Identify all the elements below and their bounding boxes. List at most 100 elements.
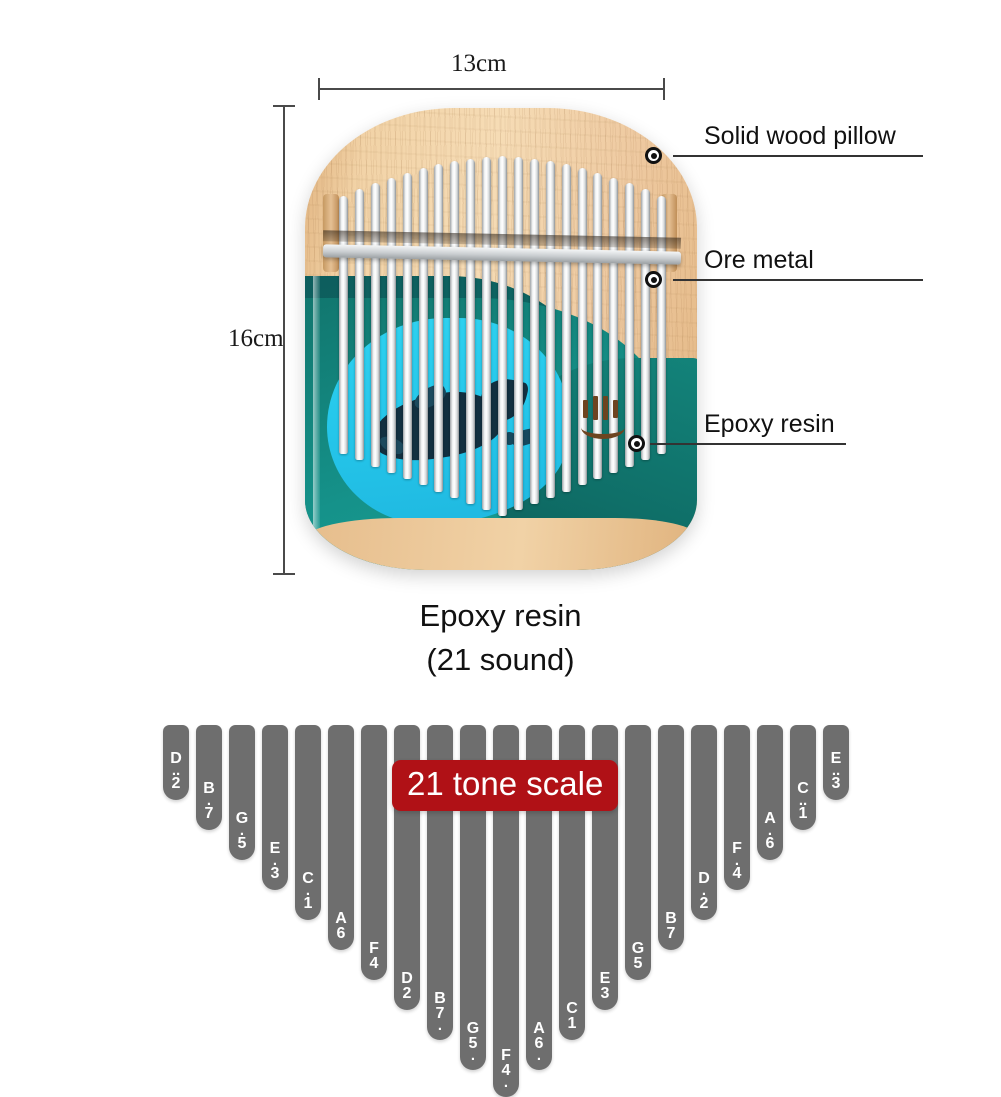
- kalimba-tine: [625, 183, 635, 467]
- tone-key-note: A: [533, 1020, 545, 1037]
- kalimba-tine: [434, 164, 444, 492]
- tone-key-note: B: [434, 990, 446, 1007]
- kalimba-tine: [577, 168, 587, 486]
- tone-key-note: A: [335, 910, 347, 927]
- tone-scale-key[interactable]: B.7: [196, 725, 222, 830]
- tone-scale-key[interactable]: F.4: [724, 725, 750, 890]
- tone-scale-key-label: C.1: [295, 871, 321, 912]
- kalimba-tine: [402, 172, 412, 480]
- tone-scale-key-label: E.3: [262, 840, 288, 882]
- tone-scale-key[interactable]: E.3: [262, 725, 288, 890]
- tone-key-number: 7: [204, 805, 214, 822]
- tone-key-octave-dot: .: [305, 882, 311, 899]
- tone-key-number: 6: [534, 1035, 544, 1052]
- kalimba-tine: [657, 196, 666, 454]
- kalimba-tine: [593, 172, 603, 480]
- width-dimension-line: [318, 88, 665, 90]
- tone-scale-key-label: D.2: [691, 870, 717, 912]
- tone-key-note: G: [235, 810, 249, 827]
- product-caption: Epoxy resin (21 sound): [0, 594, 1001, 682]
- kalimba-wood-body: [305, 108, 697, 570]
- kalimba-tines: [305, 108, 697, 570]
- tone-key-octave-dot: .: [503, 1074, 509, 1091]
- callout-dot-icon-3: [628, 435, 645, 452]
- tone-key-number: 5: [468, 1035, 478, 1052]
- tone-key-octave-dot: .: [239, 822, 245, 839]
- tone-scale-key[interactable]: C.1: [295, 725, 321, 920]
- tone-scale-key[interactable]: A.6: [757, 725, 783, 860]
- tone-scale-key[interactable]: D.2: [691, 725, 717, 920]
- tone-key-number: 4: [732, 865, 742, 882]
- tone-scale-key[interactable]: D..2: [163, 725, 189, 800]
- kalimba-tine: [561, 164, 571, 492]
- tone-key-note: G: [631, 940, 645, 957]
- tone-scale-key[interactable]: G.5: [229, 725, 255, 860]
- width-dimension-cap-left: [318, 78, 320, 100]
- tone-key-note: C: [566, 1000, 578, 1017]
- tone-key-number: 5: [237, 835, 247, 852]
- callout-label-ore-metal: Ore metal: [704, 246, 814, 274]
- tone-key-octave-dot: .: [767, 822, 773, 839]
- tone-scale-key[interactable]: E..3: [823, 725, 849, 800]
- tone-scale-key-label: F.4: [724, 841, 750, 882]
- width-dimension-cap-right: [663, 78, 665, 100]
- kalimba-tine: [529, 158, 539, 504]
- kalimba-tine: [386, 177, 396, 473]
- tone-scale-key[interactable]: C..1: [790, 725, 816, 830]
- tone-key-number: 3: [600, 985, 610, 1002]
- kalimba-tine: [418, 168, 428, 486]
- tone-scale-key-label: D..2: [163, 750, 189, 792]
- caption-line-2: (21 sound): [426, 642, 575, 677]
- callout-label-epoxy-resin: Epoxy resin: [704, 410, 835, 438]
- kalimba-tine: [339, 196, 348, 454]
- tone-key-number: 7: [435, 1005, 445, 1022]
- tone-key-number: 2: [699, 895, 709, 912]
- height-dimension-line: [283, 105, 285, 575]
- height-dimension-cap-top: [273, 105, 295, 107]
- kalimba-product-image: [305, 108, 697, 570]
- tone-scale-key-label: G.5: [229, 810, 255, 852]
- tone-key-number: 1: [798, 805, 808, 822]
- tone-scale-key-label: A.6: [757, 810, 783, 852]
- tone-key-note: E: [269, 840, 281, 857]
- kalimba-tine: [354, 189, 364, 461]
- tone-key-note: C: [797, 780, 809, 797]
- tone-key-note: B: [665, 910, 677, 927]
- infographic-canvas: 13cm 16cm: [0, 50, 1001, 1097]
- tone-key-octave-dot: .: [437, 1017, 443, 1034]
- tone-key-octave-dot: ..: [171, 762, 181, 779]
- caption-line-1: Epoxy resin: [419, 598, 582, 633]
- tone-scale-key-label: E..3: [823, 750, 849, 792]
- tone-scale-badge: 21 tone scale: [392, 760, 619, 811]
- tone-key-note: B: [203, 780, 215, 797]
- tone-key-note: E: [830, 750, 842, 767]
- tone-key-number: 5: [633, 955, 643, 972]
- tone-key-note: E: [599, 970, 611, 987]
- resin-bottom-wood-edge: [305, 518, 697, 570]
- tone-key-note: D: [170, 750, 182, 767]
- kalimba-logo-arc: [581, 416, 625, 439]
- tone-key-octave-dot: .: [734, 852, 740, 869]
- tone-key-note: F: [501, 1047, 511, 1064]
- tone-key-number: 1: [303, 895, 313, 912]
- tone-key-number: 3: [831, 775, 841, 792]
- tone-key-note: A: [764, 810, 776, 827]
- tone-key-note: D: [698, 870, 710, 887]
- kalimba-logo-icon: [579, 396, 627, 439]
- tone-scale-key-label: C..1: [790, 780, 816, 822]
